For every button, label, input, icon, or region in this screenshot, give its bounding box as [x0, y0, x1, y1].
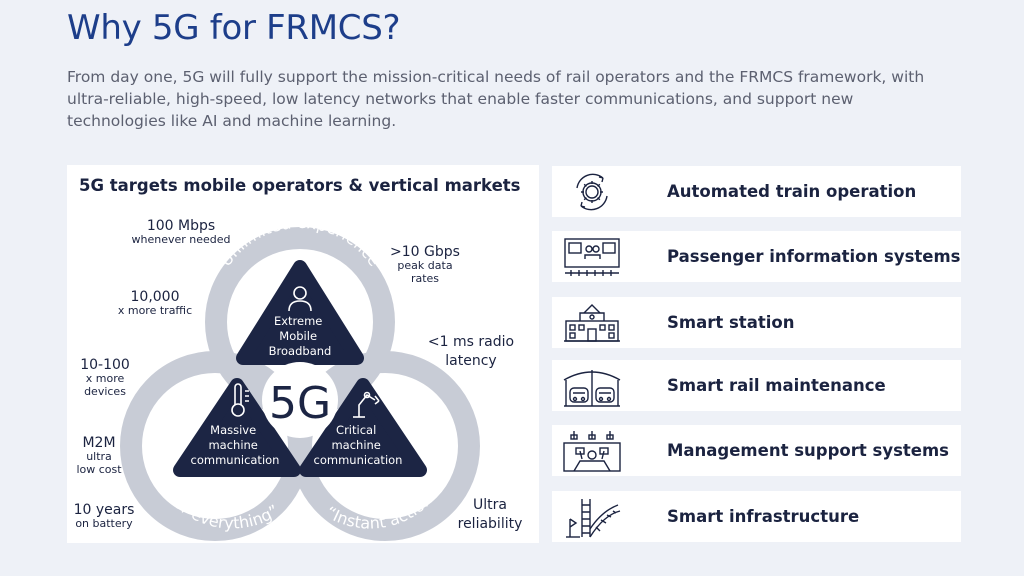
person-icon: [288, 286, 312, 312]
segment-top-triangle: [236, 260, 364, 365]
metric-10000-traffic: 10,000 x more traffic: [117, 289, 193, 318]
metric-battery: 10 years on battery: [73, 502, 135, 531]
control-room-icon: [563, 430, 621, 472]
metric-reliability: Ultra reliability: [457, 497, 523, 532]
segment-right-triangle: [299, 378, 427, 477]
targets-panel: “Unlimited experience” “For everything” …: [67, 165, 539, 543]
metric-m2m: M2M ultra low cost: [76, 435, 122, 476]
5g-venn-diagram: “Unlimited experience” “For everything” …: [120, 213, 480, 541]
segment-right-label: Critical machine communication: [314, 423, 403, 467]
feature-label: Smart station: [667, 313, 795, 332]
feature-label: Smart infrastructure: [667, 507, 860, 526]
feature-smart-infrastructure: Smart infrastructure: [552, 491, 961, 542]
feature-label: Passenger information systems: [667, 247, 961, 266]
feature-smart-rail-maintenance: Smart rail maintenance: [552, 360, 961, 411]
page-title: Why 5G for FRMCS?: [67, 8, 401, 48]
thermometer-icon: [231, 383, 249, 417]
feature-passenger-information-systems: Passenger information systems: [552, 231, 961, 282]
segment-top-label: Extreme Mobile Broadband: [269, 314, 332, 358]
gear-cycle-icon: [576, 173, 608, 210]
metric-10gbps: >10 Gbps peak data rates: [390, 244, 460, 285]
robot-arm-icon: [353, 391, 380, 418]
rail-infrastructure-icon: [566, 498, 621, 538]
metric-latency: <1 ms radio latency: [427, 334, 515, 369]
center-disc: [262, 362, 338, 438]
feature-smart-station: Smart station: [552, 297, 961, 348]
train-depot-icon: [563, 369, 621, 407]
ring-right: [290, 351, 480, 541]
feature-label: Management support systems: [667, 441, 949, 460]
center-5g-label: 5G: [269, 378, 331, 429]
feature-label: Smart rail maintenance: [667, 376, 886, 395]
page-subtitle: From day one, 5G will fully support the …: [67, 68, 925, 130]
feature-automated-train-operation: Automated train operation: [552, 166, 961, 217]
feature-label: Automated train operation: [667, 182, 917, 201]
metric-100mbps: 100 Mbps whenever needed: [131, 218, 231, 247]
segment-left-label: Massive machine communication: [191, 423, 280, 467]
passenger-info-icon: [564, 237, 620, 276]
station-building-icon: [564, 303, 620, 342]
metric-devices: 10-100 x more devices: [80, 357, 130, 398]
feature-management-support-systems: Management support systems: [552, 425, 961, 476]
segment-left-triangle: [173, 378, 301, 477]
panel-title: 5G targets mobile operators & vertical m…: [79, 176, 521, 195]
